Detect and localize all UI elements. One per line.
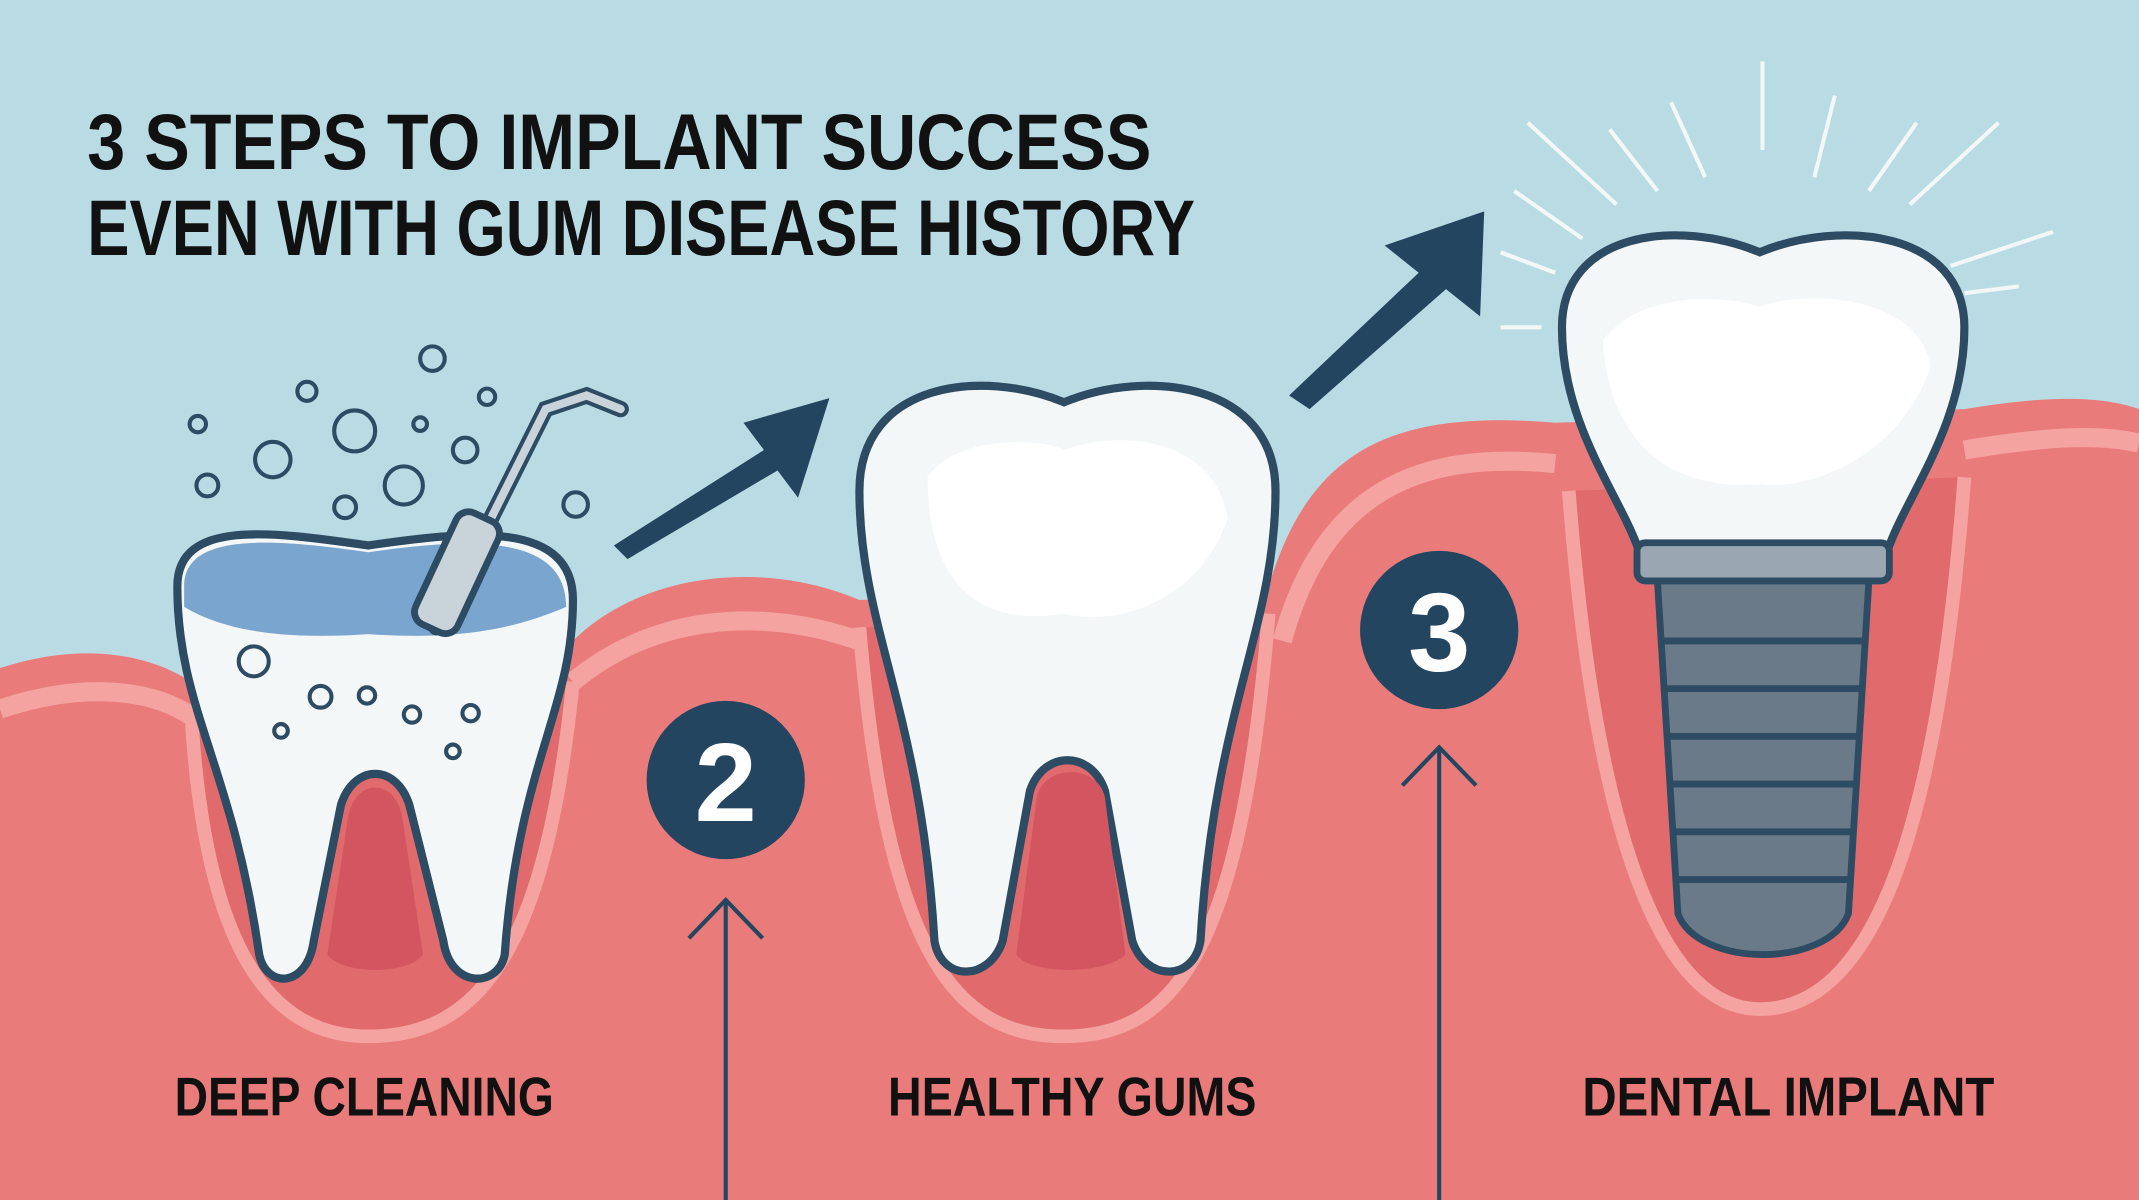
- arrow-up-right-icon: [1289, 211, 1485, 410]
- step-3-label: DENTAL IMPLANT: [1582, 1066, 1994, 1127]
- step-1-label: DEEP CLEANING: [175, 1066, 554, 1127]
- arrow-up-right-icon: [613, 398, 830, 560]
- step-2-label: HEALTHY GUMS: [888, 1066, 1256, 1127]
- title-line-1: 3 STEPS TO IMPLANT SUCCESS: [87, 97, 1151, 186]
- scaler-tool-icon: [411, 386, 629, 638]
- step-2-number: 2: [695, 720, 757, 845]
- up-arrow-line-icon: [1400, 744, 1478, 1200]
- step-3-number: 3: [1408, 570, 1470, 695]
- step-3-badge: 3: [1360, 550, 1519, 710]
- tooth-cleaning-icon: [173, 344, 629, 983]
- dental-implant-icon: [1499, 61, 2054, 958]
- gum-highlight: [0, 428, 2139, 724]
- step-2-badge: 2: [646, 700, 805, 860]
- title-line-2: EVEN WITH GUM DISEASE HISTORY: [87, 183, 1195, 272]
- healthy-tooth-icon: [855, 381, 1280, 976]
- up-arrow-line-icon: [687, 897, 765, 1200]
- shine-rays-icon: [1499, 61, 2054, 330]
